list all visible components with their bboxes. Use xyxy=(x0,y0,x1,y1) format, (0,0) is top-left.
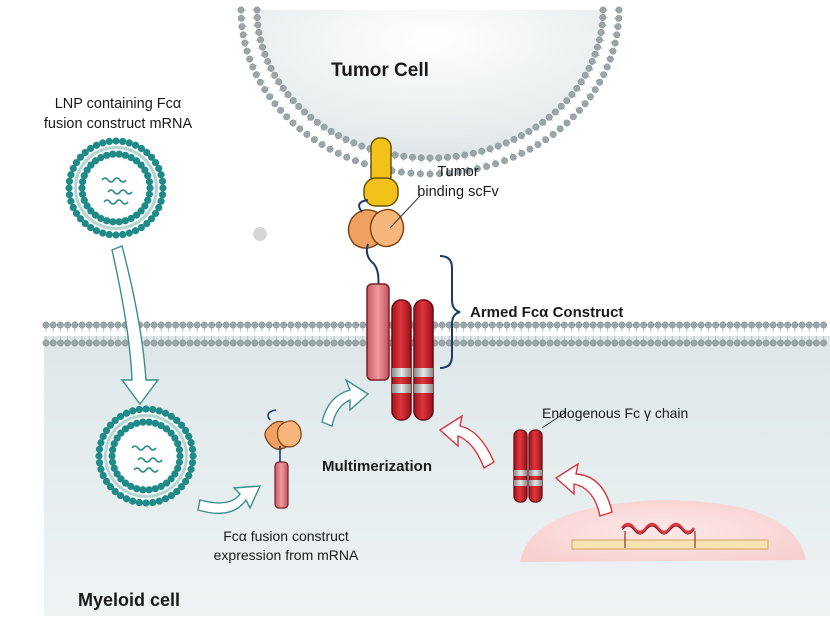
membrane-insertion-arrow xyxy=(321,378,370,427)
scfv-pointer-line xyxy=(389,195,421,229)
armed-construct-label: Armed Fcα Construct xyxy=(470,304,623,321)
translation-arrow xyxy=(554,462,613,517)
scfv-tether xyxy=(365,243,380,289)
myeloid-cell-membrane xyxy=(42,321,828,347)
tumor-cell-membrane xyxy=(237,6,623,178)
construct-bracket xyxy=(439,255,461,369)
scfv-label-line1: Tumor xyxy=(437,164,479,180)
expression-arrow xyxy=(197,485,262,514)
multimerization-arrow xyxy=(438,414,495,470)
lnp-label-line2: fusion construct mRNA xyxy=(44,116,193,132)
tumor-antigen-base xyxy=(363,177,399,207)
tumor-cell-body xyxy=(255,10,605,160)
multimerization-label: Multimerization xyxy=(322,458,432,475)
fusion-construct-bar xyxy=(366,283,390,381)
expression-label-line1: Fcα fusion construct xyxy=(223,528,349,544)
expressed-fusion-construct xyxy=(264,409,302,509)
lnp-label-line1: LNP containing Fcα xyxy=(55,96,182,112)
endogenous-pointer-line xyxy=(541,411,567,429)
endogenous-gamma-chain xyxy=(513,429,543,503)
expression-label-line2: expression from mRNA xyxy=(214,547,359,563)
scfv-linker xyxy=(358,199,369,213)
mrna-wave-dark xyxy=(621,525,695,535)
endogenous-chain-label: Endogenous Fc γ chain xyxy=(542,405,688,421)
lnp-particle-bottom xyxy=(95,405,197,507)
mrna-wave xyxy=(621,522,695,534)
gamma-chain-dimer-armed xyxy=(391,299,434,421)
lnp-uptake-arrow xyxy=(111,245,160,406)
tumor-cell-label: Tumor Cell xyxy=(331,60,429,81)
scfv-label-line2: binding scFv xyxy=(417,184,499,200)
scfv-domain xyxy=(369,208,405,248)
myeloid-cell-label: Myeloid cell xyxy=(78,590,180,610)
lnp-particle-top xyxy=(65,137,167,239)
dna-strand xyxy=(571,539,769,550)
grey-dot xyxy=(253,227,267,241)
